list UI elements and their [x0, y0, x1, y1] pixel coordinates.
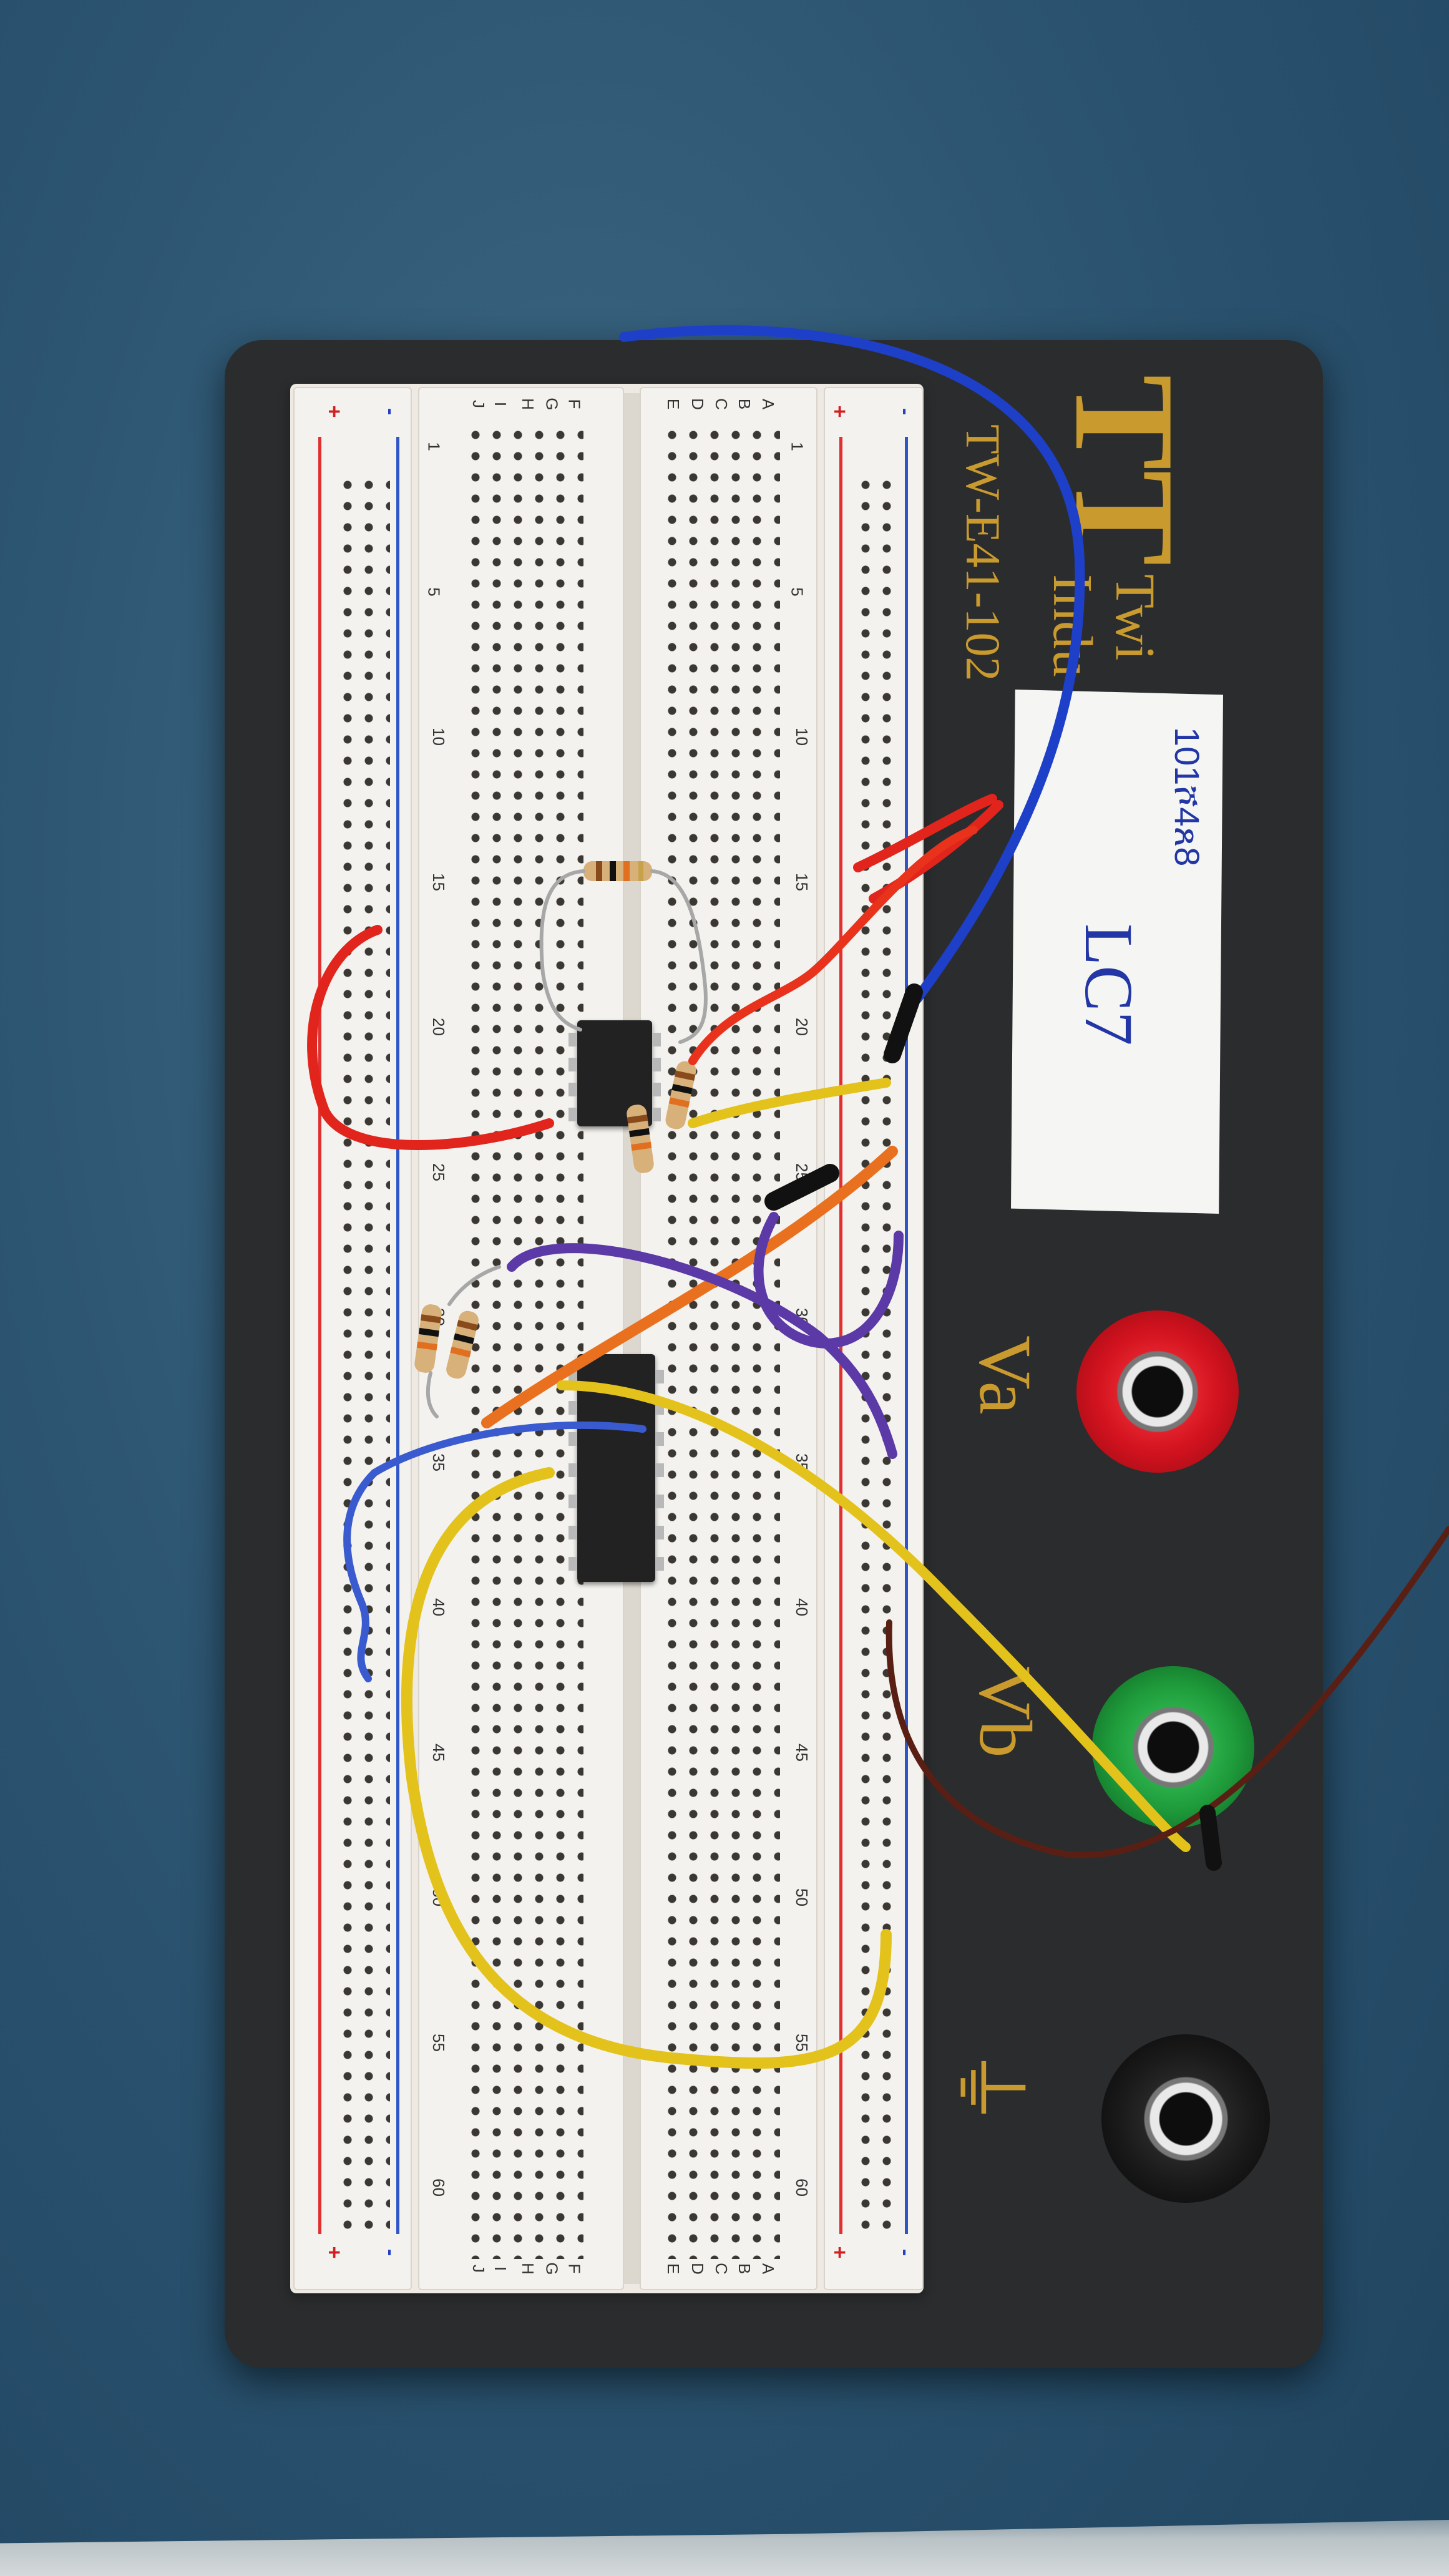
binding-post-vb[interactable] [1092, 1666, 1254, 1828]
right-rail-holes [855, 474, 902, 2234]
wire-purple-1 [507, 1243, 897, 1459]
wire-blue-top [619, 325, 1085, 1003]
wire-orange [481, 1146, 898, 1428]
left-rail-blue-line [396, 437, 399, 2234]
wire-yellow-short [688, 1078, 891, 1128]
diode-black [764, 1164, 839, 1211]
wire-yellow-loop [401, 1467, 892, 2069]
binding-post-ground[interactable] [1101, 2034, 1270, 2203]
right-rail-blue-line [905, 437, 908, 2234]
post-va-socket [1111, 1345, 1204, 1438]
wire-yellow-vb [557, 1380, 1191, 1852]
wire-black-tip [884, 983, 923, 1063]
post-vb-socket [1126, 1700, 1220, 1794]
left-rail-holes [337, 474, 390, 2234]
wire-black-vb-tip [1199, 1805, 1222, 1871]
right-rail-red-line [839, 437, 842, 2234]
resistor-lower-leads [426, 1265, 501, 1418]
wire-brown-vb [886, 1526, 1449, 1858]
post-ground-socket [1138, 2071, 1234, 2167]
right-strip-holes [661, 424, 780, 2259]
left-strip-holes [465, 424, 583, 2259]
wire-red-long [688, 826, 978, 1065]
resistor-top[interactable] [583, 861, 652, 881]
left-rail-red-line [318, 437, 321, 2234]
wire-red-top-1 [853, 794, 997, 872]
resistor-top-leads [539, 869, 708, 1044]
wire-blue-left [343, 1421, 646, 1682]
binding-post-va[interactable] [1076, 1310, 1239, 1473]
wire-red-left-loop [307, 925, 554, 1150]
wire-purple-2 [753, 1212, 904, 1349]
